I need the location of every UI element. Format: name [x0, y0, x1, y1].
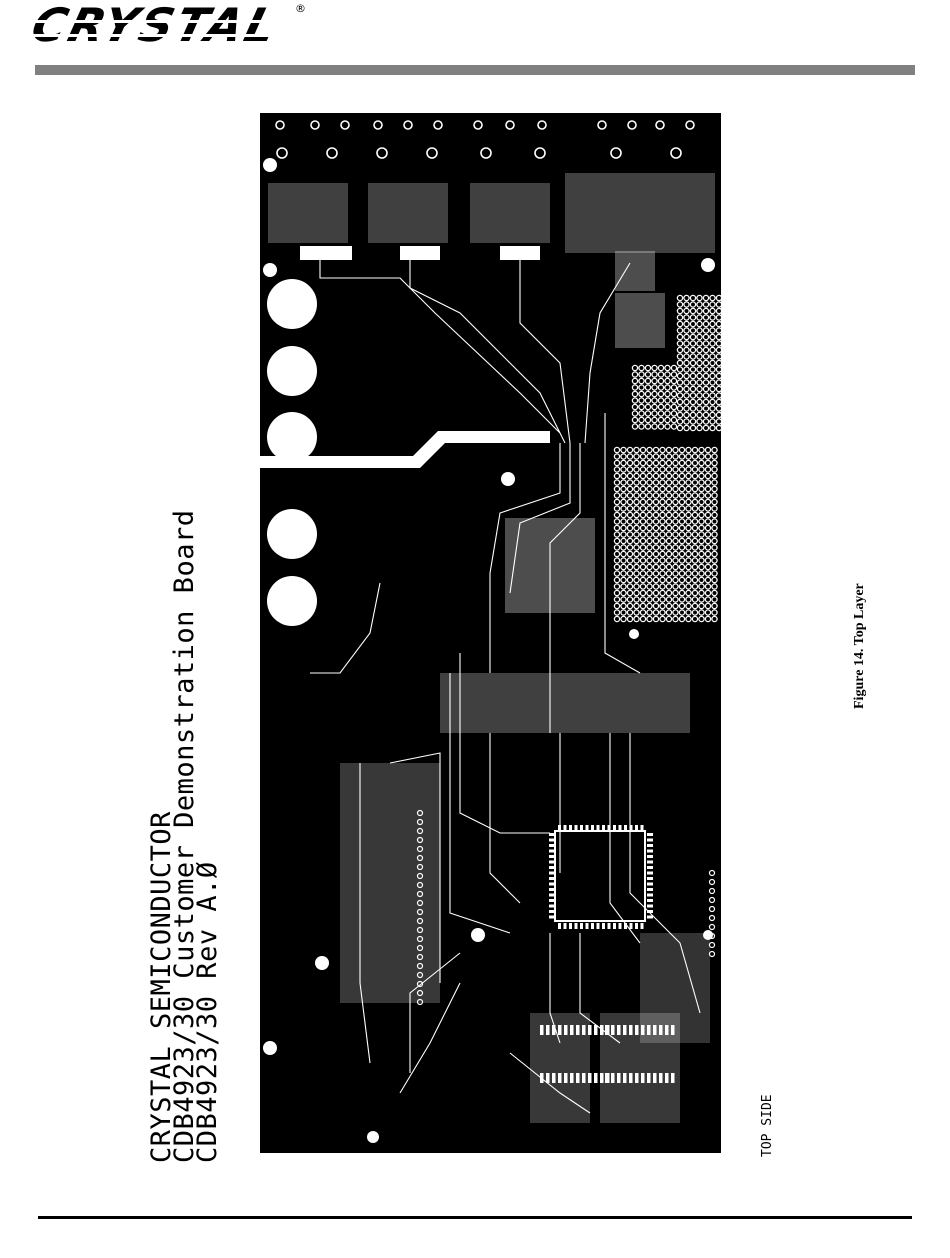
logo-wordmark: CRYSTAL [27, 0, 285, 50]
pcb-top-layer-image [260, 113, 721, 1153]
board-title-block: CRYSTAL SEMICONDUCTOR CDB4923/30 Custome… [150, 523, 219, 1163]
side-label: TOP SIDE [760, 1094, 775, 1157]
logo-stripe [33, 34, 303, 37]
pcb-artwork [260, 113, 721, 1153]
registered-mark: ® [295, 2, 306, 15]
footer-rule [38, 1216, 912, 1219]
crystal-logo: CRYSTAL ® [33, 4, 303, 48]
figure-caption: Figure 14. Top Layer [852, 583, 868, 709]
header-bar [35, 65, 915, 75]
logo-stripe [33, 20, 303, 23]
